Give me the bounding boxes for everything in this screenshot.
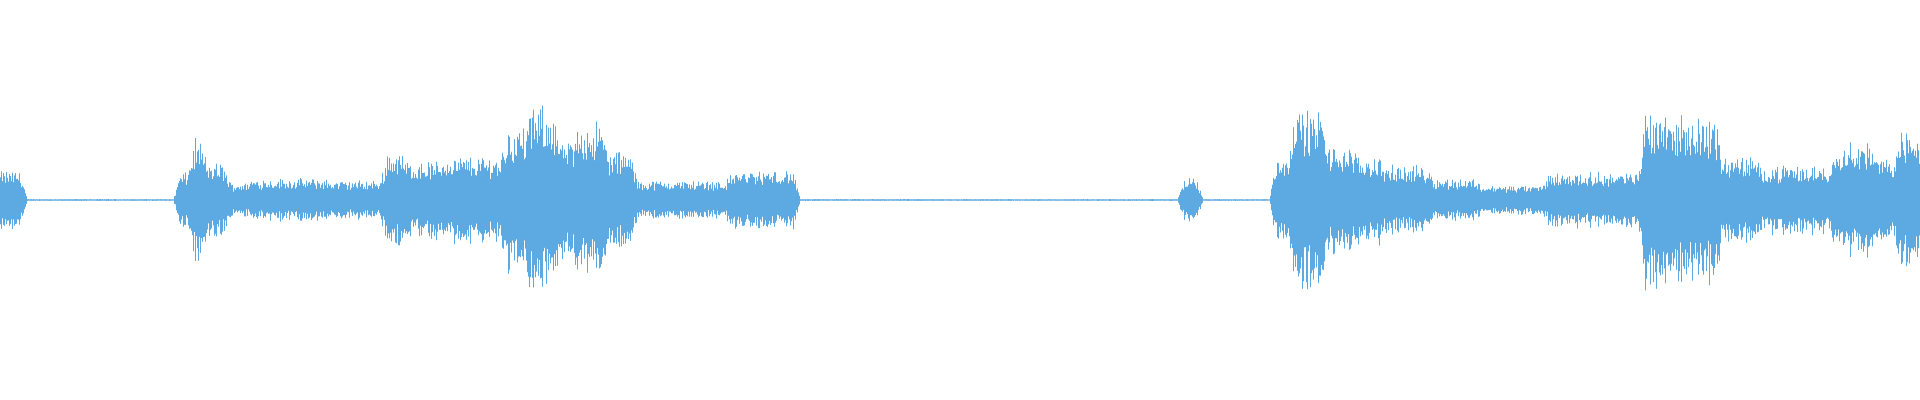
waveform-envelope [0,105,1920,291]
